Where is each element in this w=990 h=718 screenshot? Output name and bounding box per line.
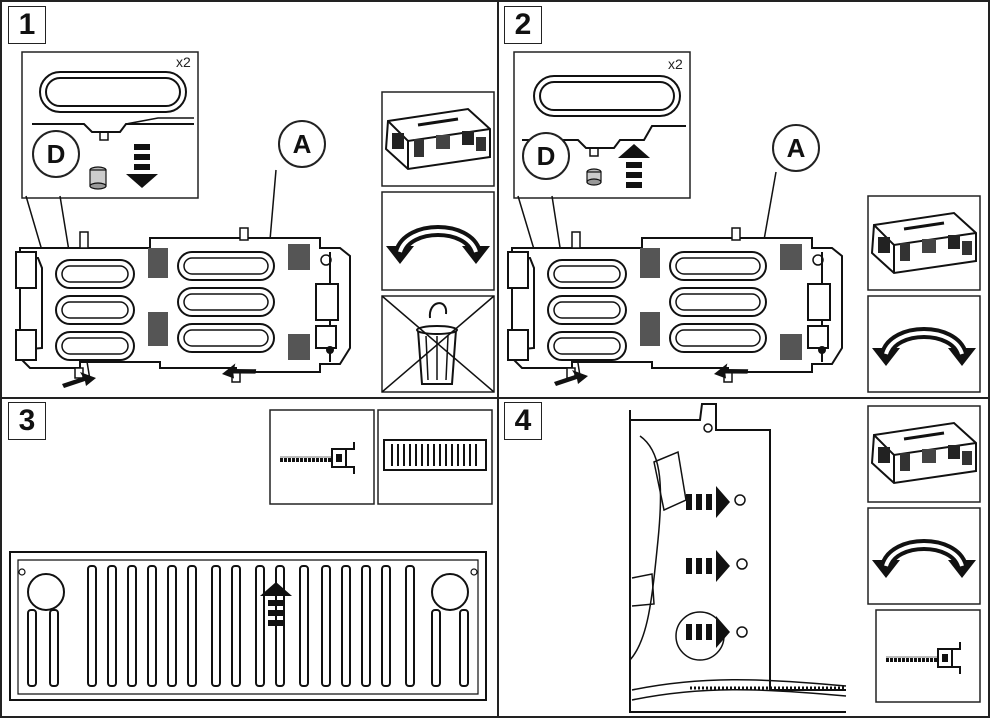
tailgate-slots [27,565,469,687]
tailgate-slot [187,565,197,687]
tailgate-slot [431,609,441,687]
tray-icon [870,421,978,485]
tray-icon [870,211,978,275]
cable-tie-icon-box [875,609,981,703]
tailgate-slot [211,565,221,687]
step-3-panel [9,409,493,701]
bed-liner-closeup [629,403,847,713]
step-2-panel [507,51,980,393]
liner-panel-a [507,227,843,383]
step-number: 4 [504,402,542,440]
tailgate-slot [87,565,97,687]
tailgate-slot [107,565,117,687]
tailgate-liner-icon [383,439,487,471]
tailgate-slot [321,565,331,687]
liner-panel-a [15,227,351,383]
callout-d: D [522,132,570,180]
step-1-panel [15,51,495,393]
flip-icon-box [381,191,495,291]
tailgate-slot [231,565,241,687]
tailgate-slot [27,609,37,687]
tailgate-slot [341,565,351,687]
tailgate-slot [381,565,391,687]
tray-icon [384,107,492,171]
quantity-label: x2 [668,56,683,72]
callout-a: A [278,120,326,168]
tailgate-slot [459,609,469,687]
tailgate-slot [405,565,415,687]
step-4-panel [629,403,981,713]
step-number: 1 [8,6,46,44]
step-number: 2 [504,6,542,44]
callout-d: D [32,130,80,178]
tailgate-slot [299,565,309,687]
quantity-label: x2 [176,54,191,70]
no-disposal-icon [381,295,495,393]
tailgate-slot [49,609,59,687]
tailgate-slot [127,565,137,687]
tailgate-slot [361,565,371,687]
spacer-d-icon [89,166,107,190]
step-number: 3 [8,402,46,440]
tailgate-slot [255,565,265,687]
liner-edge-detail [32,123,194,133]
callout-a: A [772,124,820,172]
spacer-d-icon [586,168,602,186]
liner-edge-detail [522,125,686,149]
tailgate-slot [147,565,157,687]
tailgate-slot [167,565,177,687]
